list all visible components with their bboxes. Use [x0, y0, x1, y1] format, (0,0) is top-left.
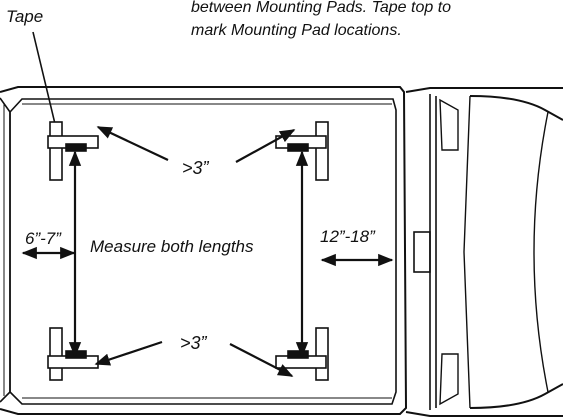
arrow-bottom-gap-left [94, 340, 163, 366]
rear-margin-label: 12”-18” [320, 227, 376, 246]
instruction-period: . [397, 22, 401, 39]
tape-leader-line [32, 31, 57, 129]
tape-label: Tape [6, 7, 43, 26]
truck-bed [0, 86, 408, 415]
mounting-pad-top-left [47, 121, 99, 181]
arrow-top-gap-right [235, 129, 296, 163]
gap-bottom-label: >3” [180, 333, 208, 353]
side-margin-label: 6”-7” [25, 229, 62, 248]
gap-top-label: >3” [182, 158, 210, 178]
mounting-pad-bottom-left [47, 327, 99, 381]
truck-cab [405, 87, 563, 417]
instruction-line-1: between Mounting Pads. Tape top to [191, 0, 451, 16]
measure-label: Measure both lengths [90, 237, 254, 256]
arrow-top-gap-left [96, 126, 169, 161]
arrow-bottom-gap-right [229, 343, 294, 377]
instruction-line-2-text: mark Mounting Pad locations [191, 22, 397, 39]
instruction-line-2: mark Mounting Pad locations. [191, 22, 402, 39]
